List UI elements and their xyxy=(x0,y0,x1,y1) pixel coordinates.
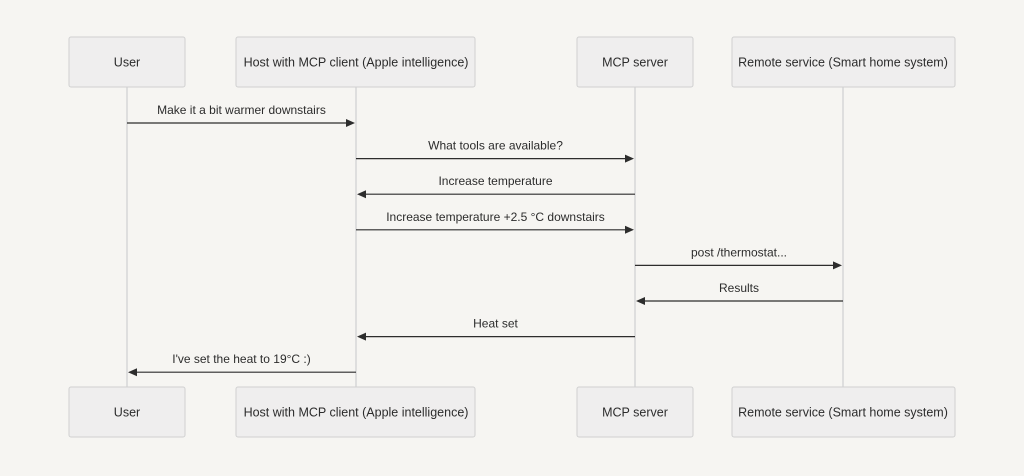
message-label: Increase temperature +2.5 °C downstairs xyxy=(386,210,605,224)
actor-label: Remote service (Smart home system) xyxy=(738,406,948,420)
actors-bottom: User Host with MCP client (Apple intellig… xyxy=(68,386,956,438)
actor-label: Host with MCP client (Apple intelligence… xyxy=(244,406,469,420)
actor-box xyxy=(235,36,476,88)
actor-top-remote: Remote service (Smart home system) xyxy=(731,36,956,88)
message-label: post /thermostat... xyxy=(691,245,787,259)
message-arrowhead xyxy=(833,261,842,270)
message-arrowhead xyxy=(625,154,634,163)
message-arrowhead xyxy=(128,368,137,377)
message-label: Results xyxy=(719,281,759,295)
actor-box xyxy=(731,386,956,438)
actor-label: MCP server xyxy=(602,56,668,70)
actor-box xyxy=(731,36,956,88)
message-arrowhead xyxy=(625,225,634,234)
actor-label: Host with MCP client (Apple intelligence… xyxy=(244,56,469,70)
message-1: Make it a bit warmer downstairs xyxy=(127,103,355,127)
actor-bottom-user: User xyxy=(68,386,186,438)
actor-bottom-server: MCP server xyxy=(576,386,694,438)
actor-label: MCP server xyxy=(602,406,668,420)
message-7: Heat set xyxy=(357,317,635,341)
message-label: Increase temperature xyxy=(438,174,552,188)
message-arrowhead xyxy=(357,332,366,341)
actor-top-user: User xyxy=(68,36,186,88)
actor-box xyxy=(235,386,476,438)
message-label: What tools are available? xyxy=(428,139,563,153)
actor-bottom-remote: Remote service (Smart home system) xyxy=(731,386,956,438)
lifelines xyxy=(126,87,844,387)
message-8: I've set the heat to 19°C :) xyxy=(128,352,356,377)
message-label: Heat set xyxy=(473,317,518,331)
actor-box xyxy=(576,386,694,438)
message-label: Make it a bit warmer downstairs xyxy=(157,103,326,117)
message-2: What tools are available? xyxy=(356,139,634,163)
actor-box xyxy=(68,386,186,438)
actor-box xyxy=(68,36,186,88)
actor-top-server: MCP server xyxy=(576,36,694,88)
actor-box xyxy=(576,36,694,88)
message-3: Increase temperature xyxy=(357,174,635,199)
actor-label: User xyxy=(114,406,140,420)
message-label: I've set the heat to 19°C :) xyxy=(172,352,311,366)
actors-top: User Host with MCP client (Apple intellig… xyxy=(68,36,956,88)
message-arrowhead xyxy=(357,190,366,199)
actor-top-host: Host with MCP client (Apple intelligence… xyxy=(235,36,476,88)
actor-label: Remote service (Smart home system) xyxy=(738,56,948,70)
message-5: post /thermostat... xyxy=(635,245,842,270)
message-6: Results xyxy=(636,281,843,305)
message-arrowhead xyxy=(346,119,355,127)
message-4: Increase temperature +2.5 °C downstairs xyxy=(356,210,634,234)
actor-label: User xyxy=(114,56,140,70)
actor-bottom-host: Host with MCP client (Apple intelligence… xyxy=(235,386,476,438)
message-arrowhead xyxy=(636,297,645,305)
